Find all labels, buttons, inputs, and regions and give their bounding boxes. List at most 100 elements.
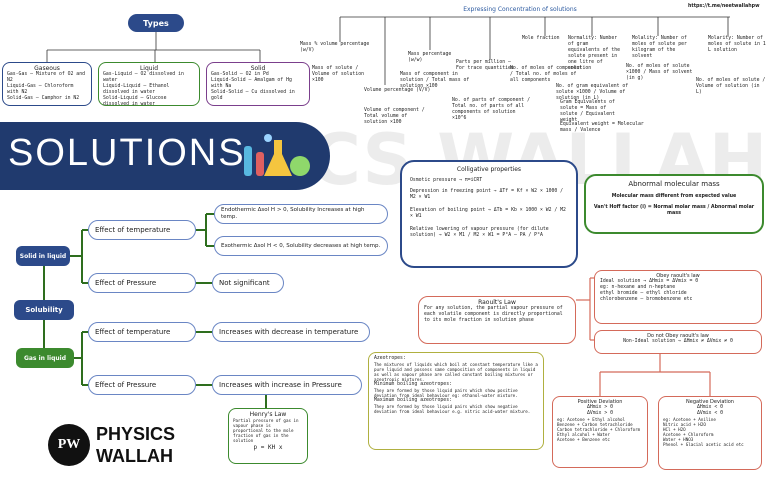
solid-in-liquid: Solid in liquid	[16, 246, 70, 266]
colligative-line: Osmotic pressure → π=iCRT	[410, 178, 483, 183]
types-gaseous-line: Solid-Gas – Camphor in N2	[7, 96, 80, 101]
notobey-raoult-box: Do not Obey raoult's law Non-Ideal solut…	[594, 330, 762, 354]
lab-glassware-icon	[238, 130, 312, 182]
colligative-line: Relative lowering of vapour pressure (fo…	[410, 227, 549, 238]
concentration-title: Expressing Concentration of solutions	[463, 6, 577, 13]
gas-in-liquid: Gas in liquid	[16, 348, 74, 368]
negative-line: eg: Acetone + Aniline	[663, 417, 716, 422]
raoult-text: For any solution, the partial vapour pre…	[424, 306, 563, 323]
positive-deviation-box: Positive Deviation ΔHmix > 0 ΔVmix > 0 e…	[552, 396, 648, 468]
conc-mole-fraction-formula: No. of moles of component / Total no. of…	[510, 66, 583, 83]
conc-molality-formula: No. of moles of solute ×1000 / Mass of s…	[626, 64, 693, 81]
negative-title: Negative Deviation	[686, 399, 734, 405]
colligative-line: Depression in freezing point → ΔTf = Kf …	[410, 189, 564, 200]
types-solid-line: Liquid-Solid – Amalgam of Hg with Na	[211, 78, 292, 89]
vant-hoff-formula: Van't Hoff factor (i) = Normal molar mas…	[593, 205, 755, 216]
negative-line: Water + HNO3	[663, 437, 694, 442]
henry-text: Partial pressure of gas in vapour phase …	[233, 418, 299, 443]
conc-mass-percentage-formula: Mass of component in solution / Total ma…	[400, 72, 470, 89]
obey-title: Obey raoult's law	[656, 273, 700, 279]
not-significant-box: Not significant	[212, 273, 284, 293]
obey-line: Ideal solution → ΔHmix = ΔVmix = 0	[600, 279, 699, 284]
abnormal-title: Abnormal molecular mass	[628, 180, 720, 188]
azeotropes-box: Azeotropes: The mixtures of liquids whic…	[368, 352, 544, 450]
colligative-line: Elevation of boiling point → ΔTb = Kb × …	[410, 208, 566, 219]
conc-normality-label: Normality: Number of gram equivalents of…	[568, 36, 620, 71]
conc-normality-eq: Equivalent weight = Molecular mass / Val…	[560, 122, 644, 133]
conc-molarity-formula: No. of moles of solute / Volume of solut…	[696, 78, 766, 95]
azeotropes-line: Maximum boiling azeotropes:	[374, 398, 452, 403]
increase-dec-temp-box: Increases with decrease in temperature	[212, 322, 370, 342]
positive-line: ΔVmix > 0	[587, 411, 613, 416]
types-gaseous-title: Gaseous	[34, 65, 60, 72]
negative-line: Nitric acid + H2O	[663, 422, 706, 427]
negative-deviation-box: Negative Deviation ΔHmix < 0 ΔVmix < 0 e…	[658, 396, 762, 470]
increase-press-box: Increases with increase in Pressure	[212, 375, 362, 395]
types-liquid-box: Liquid Gas-Liquid – O2 dissolved in wate…	[98, 62, 200, 107]
positive-line: Acetone + Benzene etc	[557, 437, 610, 442]
positive-line: eg: Acetone + Ethyl alcohol	[557, 417, 626, 422]
colligative-box: Colligative properties Osmotic pressure …	[400, 160, 578, 268]
types-solid-box: Solid Gas-Solid – O2 in Pd Liquid-Solid …	[206, 62, 310, 106]
brand-physics: PHYSICS	[96, 424, 176, 444]
negative-line: ΔHmix < 0	[697, 405, 723, 410]
pw-logo-icon: PW	[48, 424, 90, 466]
colligative-title: Colligative properties	[456, 166, 522, 173]
types-liquid-line: Liquid-Liquid – Ethanol dissolved in wat…	[103, 84, 170, 95]
obey-line: eg: n-hexane and n-heptane	[600, 285, 676, 290]
obey-raoult-box: Obey raoult's law Ideal solution → ΔHmix…	[594, 270, 762, 324]
conc-volume-percent-label: Volume percentage (V/V)	[364, 88, 431, 93]
conc-mass-percentage-label: Mass percentage (w/w)	[408, 52, 452, 63]
abnormal-box: Abnormal molecular mass Molecular mass d…	[584, 174, 764, 234]
positive-line: ΔHmix > 0	[587, 405, 613, 410]
negative-line: ΔVmix < 0	[697, 411, 723, 416]
raoult-box: Raoult's Law For any solution, the parti…	[418, 296, 576, 344]
notobey-title: Do not Obey raoult's law	[647, 333, 709, 339]
exothermic-box: Exothermic Δsol H < 0, Solubility decrea…	[214, 236, 388, 256]
conc-mole-fraction-label: Mole fraction	[522, 36, 560, 41]
obey-line: ethyl bromide – ethyl chloride	[600, 291, 687, 296]
conc-normality-formula: No. of gram equivalent of solute ×1000 /…	[556, 84, 629, 101]
types-solid-line: Solid-Solid – Cu dissolved in gold	[211, 90, 295, 101]
effect-pressure-gas: Effect of Pressure	[88, 375, 196, 395]
azeotropes-line: They are formed by those liquid pairs wh…	[374, 388, 518, 398]
positive-line: Ethyl alcohol + Water	[557, 432, 610, 437]
positive-line: Benzene + Carbon tetrachloride	[557, 422, 633, 427]
azeotropes-line: They are formed by those liquid pairs wh…	[374, 404, 531, 414]
types-solid-title: Solid	[250, 65, 266, 72]
main-title: SOLUTIONS	[8, 132, 246, 174]
conc-molarity-label: Molarity: Number of moles of solute in 1…	[708, 36, 766, 53]
positive-title: Positive Deviation	[577, 399, 623, 405]
negative-line: Phenol + Glacial acetic acid etc	[663, 442, 744, 447]
title-banner: SOLUTIONS	[0, 122, 330, 190]
endothermic-box: Endothermic Δsol H > 0, Solubility Incre…	[214, 204, 388, 224]
conc-normality-sub: Gram Equivalents of solute = Mass of sol…	[560, 100, 615, 123]
conc-ppm-label: Parts per million – For trace quantities	[456, 60, 514, 71]
conc-molality-label: Molality: Number of moles of solute per …	[632, 36, 687, 59]
types-title: Types	[128, 14, 184, 32]
conc-mass-percent-label: Mass % volume percentage (w/V)	[300, 42, 370, 53]
effect-temp-gas: Effect of temperature	[88, 322, 196, 342]
negative-line: Acetone + Chloroform	[663, 432, 714, 437]
azeotropes-line: The mixtures of liquids which boil at co…	[374, 362, 538, 382]
conc-mass-percent-formula: Mass of solute / Volume of solution ×100	[312, 66, 364, 83]
positive-line: Carbon tetrachloride + Chloroform	[557, 427, 641, 432]
types-liquid-line: Gas-Liquid – O2 dissolved in water	[103, 72, 184, 83]
azeotropes-line: Azeotropes:	[374, 356, 406, 361]
solubility-root: Solubility	[14, 300, 74, 320]
henry-formula: p = KH x	[253, 444, 283, 451]
negative-line: HCl + H2O	[663, 427, 686, 432]
effect-temp-solid: Effect of temperature	[88, 220, 196, 240]
types-gaseous-line: Liquid-Gas – Chloroform with N2	[7, 84, 74, 95]
types-liquid-title: Liquid	[139, 65, 159, 72]
types-liquid-line: Solid-Liquid – Glucose dissolved in wate…	[103, 96, 167, 107]
brand-wallah: WALLAH	[96, 446, 173, 466]
conc-volume-percent-formula: Volume of component / Total volume of so…	[364, 108, 425, 125]
types-gaseous-line: Gas-Gas – Mixture of O2 and N2	[7, 72, 85, 83]
conc-ppm-formula: No. of parts of component / Total no. of…	[452, 98, 530, 121]
concentration-url: https://t.me/neetwallahpw	[688, 4, 760, 9]
henry-box: Henry's Law Partial pressure of gas in v…	[228, 408, 308, 464]
types-gaseous-box: Gaseous Gas-Gas – Mixture of O2 and N2 L…	[2, 62, 92, 106]
obey-line: chlorobenzene – bromobenzene etc	[600, 297, 693, 302]
